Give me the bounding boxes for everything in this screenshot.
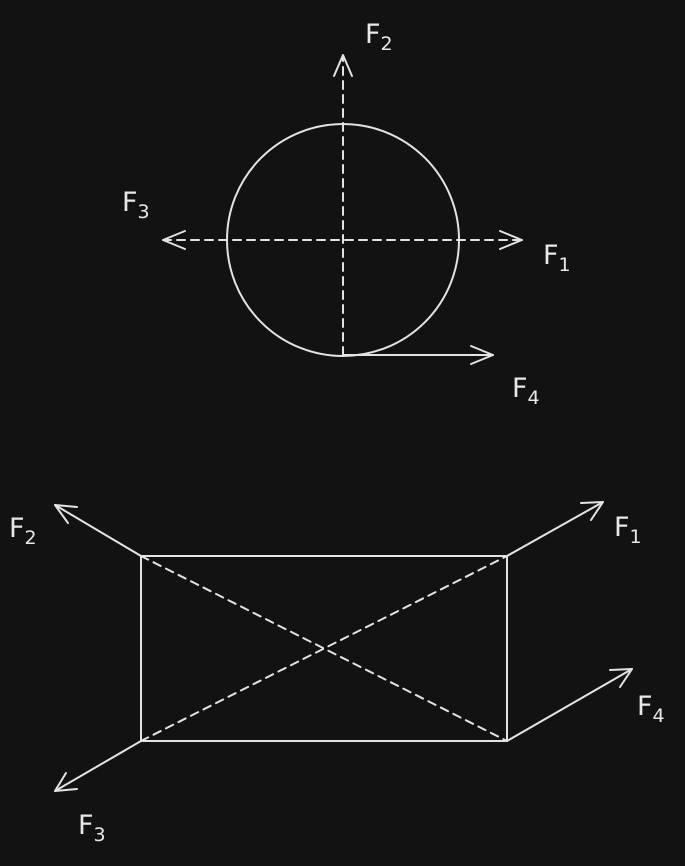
label-f2: F2: [365, 19, 393, 55]
arrow-head-f1-rect: [580, 501, 604, 521]
diagonal-dashed-1: [140, 555, 508, 742]
arrow-head-f2: [333, 54, 353, 77]
arrow-head-f1: [499, 230, 523, 250]
arrow-head-f4-rect: [609, 668, 633, 688]
circle-diagram: F2 F3 F1 F4: [122, 19, 571, 409]
label-f4: F4: [512, 373, 540, 409]
arrow-head-f2-rect: [54, 504, 78, 524]
label-f3: F3: [122, 187, 150, 223]
rect-diagram: F2 F1 F4 F3: [9, 501, 665, 846]
arrow-head-f3: [162, 230, 186, 250]
arrow-f4-shaft-rect: [506, 668, 633, 742]
arrow-head-f4: [470, 345, 494, 365]
label-f1: F1: [543, 240, 571, 276]
rectangle-body: [140, 555, 508, 742]
label-f1-rect: F1: [614, 512, 642, 548]
arrow-f1-shaft: [506, 501, 604, 557]
arrow-f2-shaft: [54, 504, 142, 557]
label-f4-rect: F4: [637, 691, 665, 727]
arrow-head-f3-rect: [54, 772, 78, 792]
label-f2-rect: F2: [9, 513, 37, 549]
diagonal-dashed-2: [140, 555, 508, 742]
label-f3-rect: F3: [78, 810, 106, 846]
arrow-f3-shaft: [54, 740, 142, 792]
